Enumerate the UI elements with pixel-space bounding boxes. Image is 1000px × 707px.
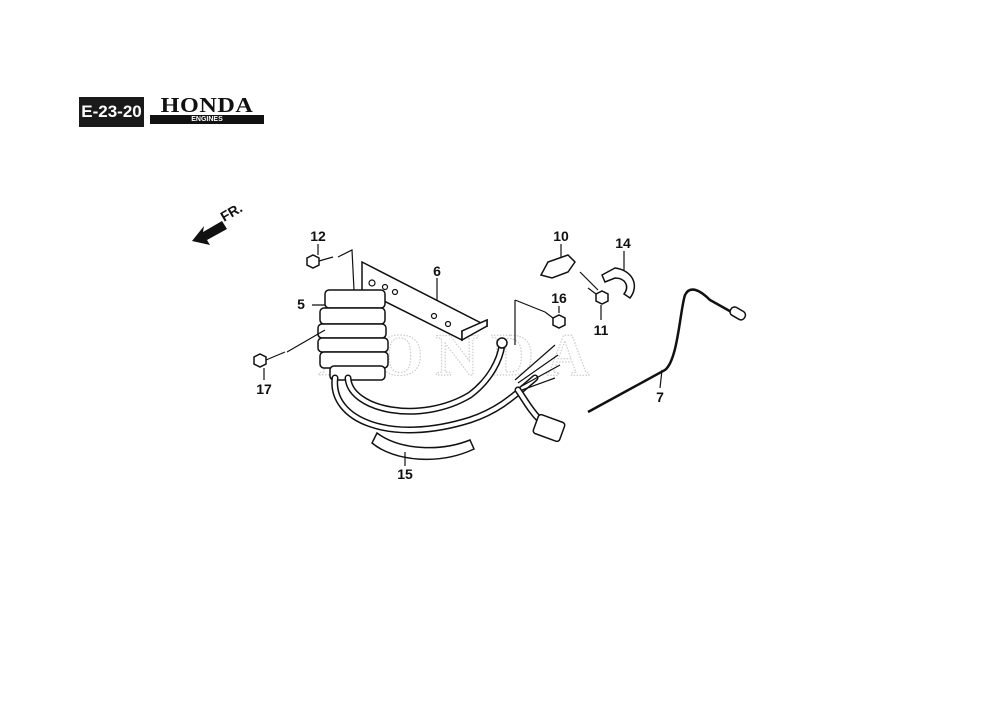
callout-10: 10: [553, 228, 569, 244]
callout-5: 5: [297, 296, 305, 312]
bolt-part-16: [544, 311, 566, 329]
brand-name: HONDA: [160, 93, 254, 117]
bolt-part-12: [306, 254, 334, 269]
bolt-part-17: [253, 351, 286, 368]
tube-part-15: [371, 431, 475, 461]
callout-7: 7: [656, 389, 664, 405]
regulator-part-5: [317, 289, 389, 381]
callout-6: 6: [433, 263, 441, 279]
callout-16: 16: [551, 290, 567, 306]
honda-engines-logo: HONDA ENGINES: [150, 95, 264, 125]
bolt-part-11: [587, 287, 609, 305]
callout-14: 14: [615, 235, 631, 251]
front-direction-arrow-icon: [192, 221, 227, 245]
clip-part-10: [539, 254, 576, 279]
cable-part-7: [587, 288, 747, 414]
diagram-code: E-23-20: [79, 97, 144, 127]
callout-12: 12: [310, 228, 326, 244]
callout-11: 11: [594, 322, 609, 338]
direction-label: FR.: [218, 199, 246, 224]
callout-15: 15: [397, 466, 413, 482]
wire-harness: [331, 337, 566, 443]
band-part-14: [601, 267, 636, 300]
callout-17: 17: [256, 381, 272, 397]
brand-sub: ENGINES: [150, 115, 264, 124]
